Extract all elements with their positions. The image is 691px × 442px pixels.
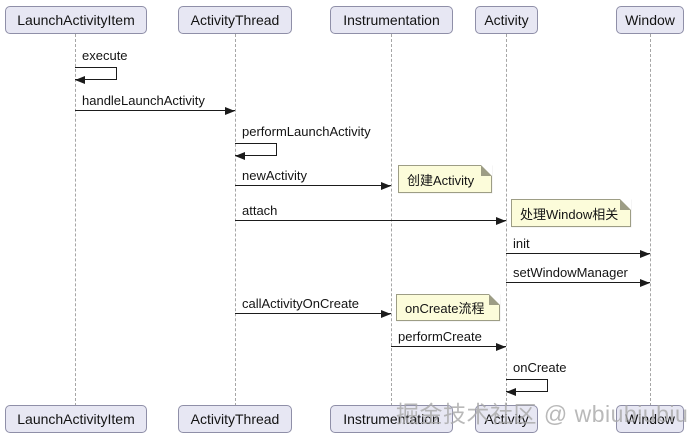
self-arrow xyxy=(506,379,548,397)
message-newactivity: newActivity xyxy=(235,168,391,190)
participant-top-activitythread: ActivityThread xyxy=(178,6,292,34)
arrow-right xyxy=(235,181,391,190)
note-create-activity: 创建Activity xyxy=(398,165,492,193)
note-handle-window: 处理Window相关 xyxy=(511,199,631,227)
message-label: performLaunchActivity xyxy=(242,124,371,139)
message-oncreate: onCreate xyxy=(506,360,567,397)
message-init: init xyxy=(506,236,650,258)
message-performlaunchactivity: performLaunchActivity xyxy=(235,124,371,161)
participant-top-instrumentation: Instrumentation xyxy=(330,6,453,34)
message-callactivityoncreate: callActivityOnCreate xyxy=(235,296,391,318)
message-label: callActivityOnCreate xyxy=(242,296,360,311)
arrow-right xyxy=(506,278,650,287)
message-attach: attach xyxy=(235,203,506,225)
self-arrow xyxy=(75,67,117,85)
arrow-right xyxy=(235,309,391,318)
note-oncreate-flow: onCreate流程 xyxy=(396,294,500,321)
message-label: attach xyxy=(242,203,278,218)
message-label: handleLaunchActivity xyxy=(82,93,205,108)
participant-bottom-instrumentation: Instrumentation xyxy=(330,405,453,433)
message-label: performCreate xyxy=(398,329,482,344)
arrow-right xyxy=(506,249,650,258)
message-execute: execute xyxy=(75,48,128,85)
message-label: setWindowManager xyxy=(513,265,628,280)
arrow-right xyxy=(235,216,506,225)
message-label: init xyxy=(513,236,530,251)
message-label: newActivity xyxy=(242,168,308,183)
participant-top-launchactivityitem: LaunchActivityItem xyxy=(5,6,147,34)
lifeline-activity xyxy=(506,34,507,406)
participant-top-window: Window xyxy=(616,6,684,34)
arrow-right xyxy=(391,342,506,351)
participant-bottom-activitythread: ActivityThread xyxy=(178,405,292,433)
arrow-right xyxy=(75,106,235,115)
message-setwindowmanager: setWindowManager xyxy=(506,265,650,287)
lifeline-launchactivityitem xyxy=(75,34,76,406)
message-performcreate: performCreate xyxy=(391,329,506,351)
participant-bottom-window: Window xyxy=(616,405,684,433)
message-handlelaunchactivity: handleLaunchActivity xyxy=(75,93,235,115)
lifeline-window xyxy=(650,34,651,406)
watermark-text: 掘金技术社区 @ wbiubiubiu xyxy=(396,401,689,427)
participant-bottom-activity: Activity xyxy=(475,405,538,433)
participant-bottom-launchactivityitem: LaunchActivityItem xyxy=(5,405,147,433)
self-arrow xyxy=(235,143,277,161)
message-label: execute xyxy=(82,48,128,63)
participant-top-activity: Activity xyxy=(475,6,538,34)
message-label: onCreate xyxy=(513,360,567,375)
